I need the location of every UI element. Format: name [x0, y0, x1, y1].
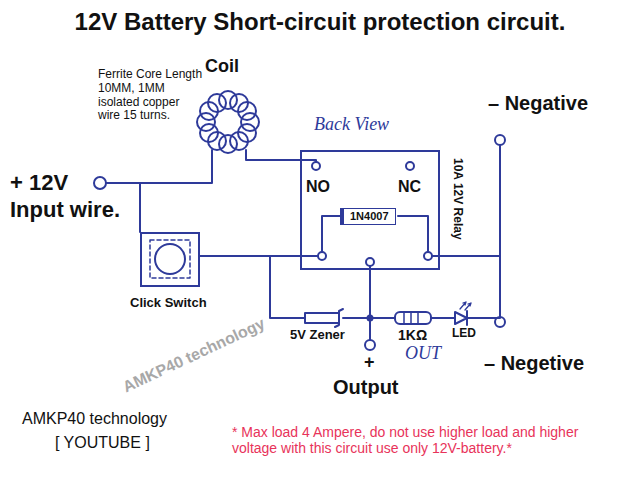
input-wire — [106, 150, 212, 183]
relay-pin — [366, 258, 374, 266]
coil-label: Coil — [205, 56, 239, 77]
led-wire — [467, 317, 500, 319]
diode-box: 1N4007 — [340, 208, 396, 225]
part-label: 1KΩ — [398, 327, 427, 343]
switch-symbol — [150, 240, 190, 278]
relay-pin — [424, 252, 432, 260]
pin-label: NO — [306, 178, 330, 196]
led-wire — [431, 317, 455, 319]
terminal-label: Input wire. — [10, 197, 120, 222]
switch-box: Click Switch — [140, 232, 200, 287]
relay-box: 1N4007Back ViewNONC10A 12V Relay — [300, 150, 440, 270]
negative-rail — [499, 145, 501, 317]
negative-terminal — [495, 135, 505, 145]
watermark: AMKP40 technology — [120, 315, 268, 397]
terminal-label: – Negative — [488, 92, 588, 115]
relay-wire — [300, 255, 318, 257]
terminal-label: + — [364, 352, 375, 373]
switch-wire — [139, 183, 141, 232]
terminal-label: – Negetive — [484, 352, 584, 375]
view-label: Back View — [314, 114, 389, 135]
diode-label: 1N4007 — [350, 210, 389, 223]
output-terminal — [365, 340, 375, 350]
terminal-label: + 12V — [10, 170, 68, 195]
led-symbol — [455, 302, 471, 325]
credit-label: [ YOUTUBE ] — [55, 434, 150, 452]
diode-lead — [322, 216, 340, 252]
wire — [200, 255, 300, 257]
resistor-symbol — [395, 312, 431, 324]
pin-label: NC — [398, 178, 421, 196]
negative-wire — [432, 255, 500, 257]
credit-label: AMKP40 technology — [22, 410, 167, 428]
diode-lead — [398, 216, 428, 252]
coil-note: Ferrite Core Length 10MM, 1MM isolated c… — [98, 68, 204, 123]
zener-symbol — [305, 309, 343, 327]
terminal-label: Output — [333, 376, 399, 399]
input-terminal — [94, 177, 106, 189]
warning-note: * Max load 4 Ampere, do not use higher l… — [232, 424, 622, 456]
coil-symbol — [197, 91, 259, 153]
switch-label: Click Switch — [130, 296, 207, 311]
relay-pin — [406, 162, 414, 170]
part-label: 5V Zener — [290, 328, 345, 343]
relay-rating: 10A 12V Relay — [450, 158, 464, 240]
relay-pin — [318, 252, 326, 260]
relay-pin — [312, 162, 320, 170]
output-wire — [369, 266, 371, 340]
part-label: LED — [452, 327, 476, 341]
switch-button — [155, 244, 185, 274]
title: 12V Battery Short-circuit protection cir… — [0, 8, 640, 36]
output-note: OUT — [405, 343, 441, 364]
